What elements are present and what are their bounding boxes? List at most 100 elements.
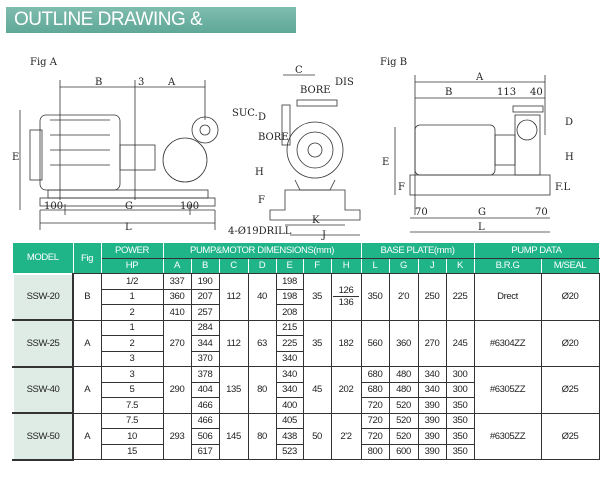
c-cell: 112 <box>218 319 249 367</box>
header-col-h: H <box>331 258 362 274</box>
j-cell: 270 <box>417 319 447 367</box>
mseal-cell: Ø25 <box>540 412 600 460</box>
f-cell: 35 <box>302 273 332 321</box>
l-cell: 680 <box>360 381 390 398</box>
b-cell: 344 <box>190 335 220 352</box>
hp-cell: 7.5 <box>100 397 164 414</box>
header-col-d: D <box>248 258 277 274</box>
dim-f-label-b: F <box>398 182 405 193</box>
e-cell: 340 <box>275 366 304 383</box>
j-cell: 340 <box>417 381 447 398</box>
g-cell: 520 <box>388 412 419 429</box>
hp-cell: 1/2 <box>100 273 164 290</box>
e-cell: 340 <box>275 381 304 398</box>
header-pump-data: PUMP DATA <box>474 243 600 259</box>
b-cell: 404 <box>190 381 220 398</box>
dim-l-label-b: L <box>478 222 485 233</box>
b-cell: 370 <box>190 350 220 367</box>
hp-cell: 10 <box>100 428 164 445</box>
bore-label-2: BORE <box>258 132 289 143</box>
header-mseal: M/SEAL <box>541 258 600 274</box>
l-cell: 800 <box>360 443 390 460</box>
b-cell: 207 <box>190 288 220 305</box>
e-cell: 340 <box>275 350 304 367</box>
g-cell: 480 <box>388 366 419 383</box>
dim-100-left: 100 <box>44 201 63 212</box>
model-cell: SSW-40 <box>12 365 74 414</box>
k-cell: 350 <box>445 443 475 460</box>
header-col-a: A <box>163 258 192 274</box>
fig-cell: A <box>72 319 102 367</box>
b-cell: 617 <box>190 443 220 460</box>
j-cell: 250 <box>417 273 447 321</box>
header-col-c: C <box>219 258 249 274</box>
page-title: OUTLINE DRAWING & DIMENSION <box>6 7 296 56</box>
j-cell: 390 <box>417 428 447 445</box>
header-hp: HP <box>101 258 164 274</box>
h-cell: 2'2 <box>330 412 362 460</box>
d-cell: 80 <box>247 412 277 460</box>
b-cell: 378 <box>190 366 220 383</box>
dis-label: DIS <box>335 77 354 88</box>
k-cell: 350 <box>445 412 475 429</box>
k-cell: 300 <box>445 381 475 398</box>
k-cell: 350 <box>445 397 475 414</box>
g-cell: 360 <box>388 319 419 367</box>
b-cell: 190 <box>190 273 220 290</box>
dim-fl-label: F.L <box>555 182 571 193</box>
a-cell: 270 <box>162 319 192 367</box>
dim-h-label-b: H <box>565 152 574 163</box>
header-col-l: L <box>361 258 390 274</box>
f-cell: 50 <box>302 412 332 460</box>
f-cell: 45 <box>302 366 332 414</box>
e-cell: 438 <box>275 428 304 445</box>
header-col-k: K <box>446 258 475 274</box>
header-fig: Fig <box>73 243 102 274</box>
mseal-cell: Ø20 <box>540 273 600 321</box>
e-cell: 225 <box>275 335 304 352</box>
l-cell: 720 <box>360 412 390 429</box>
header-power: POWER <box>101 243 164 259</box>
e-cell: 208 <box>275 304 304 321</box>
brg-cell: #6304ZZ <box>473 319 542 367</box>
g-cell: 520 <box>388 428 419 445</box>
d-cell: 40 <box>247 273 277 321</box>
fig-b-drawing <box>394 75 551 233</box>
hp-cell: 5 <box>100 381 164 398</box>
dim-e-label: E <box>12 152 19 163</box>
l-cell: 350 <box>360 273 390 321</box>
dim-j-label: J <box>321 230 326 240</box>
brg-cell: #6305ZZ <box>473 412 542 460</box>
header-model: MODEL <box>13 243 74 274</box>
g-cell: 520 <box>388 397 419 414</box>
dim-h-label: H <box>255 167 264 178</box>
l-cell: 720 <box>360 428 390 445</box>
brg-cell: Drect <box>473 273 542 321</box>
dim-g-label-b: G <box>478 207 486 218</box>
fig-cell: A <box>72 366 102 414</box>
a-cell: 293 <box>162 412 192 460</box>
a-cell: 290 <box>162 366 192 414</box>
dim-70-right: 70 <box>535 207 548 218</box>
j-cell: 340 <box>417 366 447 383</box>
suc-label: SUC. <box>232 108 258 119</box>
b-cell: 466 <box>190 397 220 414</box>
dim-l-label: L <box>125 222 132 233</box>
b-cell: 466 <box>190 412 220 429</box>
l-cell: 720 <box>360 397 390 414</box>
dim-b-label-b: B <box>445 87 452 98</box>
e-cell: 523 <box>275 443 304 460</box>
dim-40-label: 40 <box>530 87 543 98</box>
header-pump-motor: PUMP&MOTOR DIMENSIONS(mm) <box>163 243 362 259</box>
a-cell: 360 <box>162 288 192 305</box>
bore-label: BORE <box>300 85 331 96</box>
header-col-e: E <box>276 258 304 274</box>
dim-a-label-b: A <box>475 72 484 83</box>
b-cell: 506 <box>190 428 220 445</box>
